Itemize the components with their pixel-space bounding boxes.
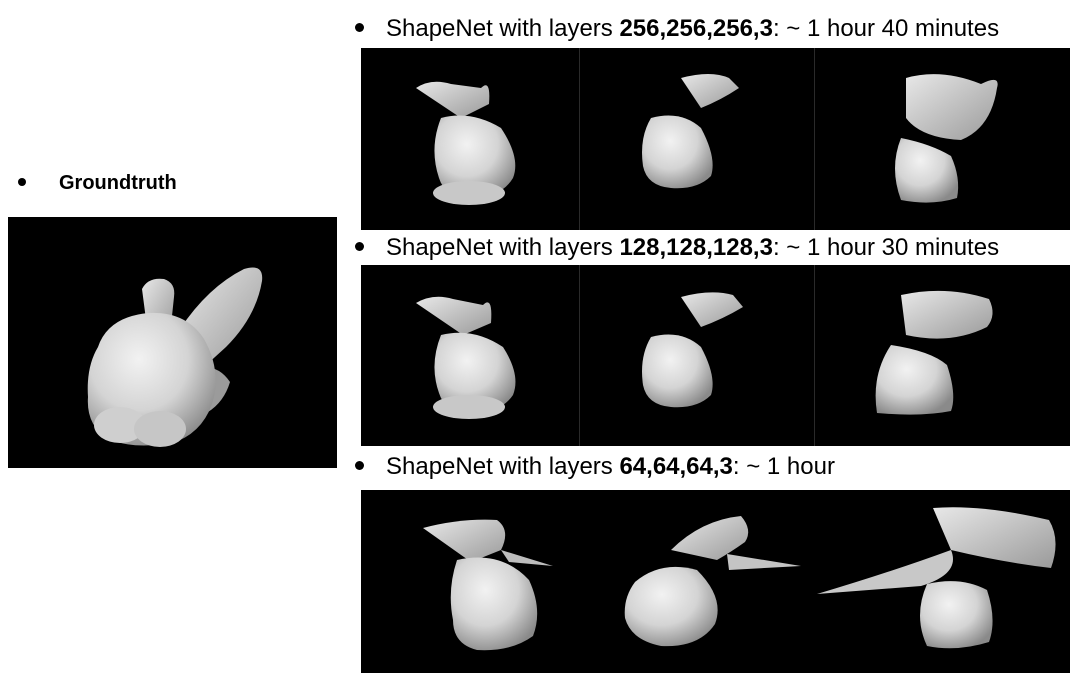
bullet-icon (18, 177, 26, 186)
bunny-mesh-icon (87, 267, 263, 447)
bunny-mesh-icon (423, 507, 1056, 651)
bunny-mesh-icon (416, 74, 998, 205)
groundtruth-label: Groundtruth (18, 169, 177, 197)
bullet-icon (355, 461, 364, 471)
row-1-renders (361, 48, 1070, 230)
bullet-icon (355, 242, 364, 252)
row-3-renders (361, 490, 1070, 673)
bullet-icon (355, 23, 364, 33)
row-1-label: ShapeNet with layers 256,256,256,3: ~ 1 … (355, 15, 999, 43)
row-2-renders (361, 265, 1070, 446)
row-2-label: ShapeNet with layers 128,128,128,3: ~ 1 … (355, 234, 999, 262)
bunny-mesh-icon (416, 290, 993, 419)
row-3-label: ShapeNet with layers 64,64,64,3: ~ 1 hou… (355, 453, 835, 481)
groundtruth-render (8, 217, 337, 468)
